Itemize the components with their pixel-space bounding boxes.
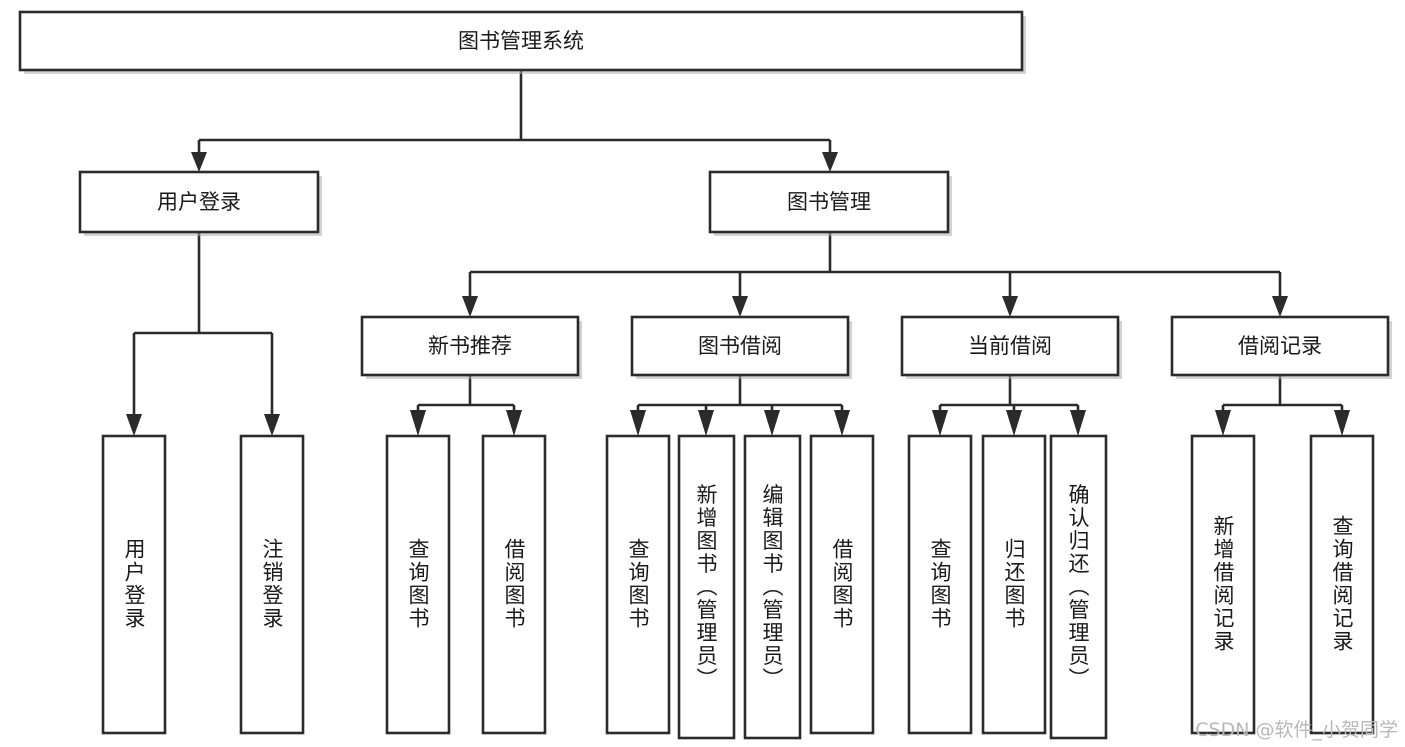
node-leaf-borrow-book-2[interactable]: 借阅图书 [809, 434, 875, 735]
node-label: 新书推荐 [428, 334, 512, 358]
node-label: 查询图书 [406, 538, 430, 630]
node-leaf-query-record[interactable]: 查询借阅记录 [1309, 434, 1375, 735]
node-label: 新增图书（管理员） [694, 484, 718, 691]
arrow-user-login [191, 152, 207, 172]
arrow-leaf-confirm-return [1070, 410, 1086, 436]
node-label: 图书借阅 [698, 334, 782, 358]
node-leaf-return-book[interactable]: 归还图书 [981, 434, 1047, 735]
node-label: 借阅图书 [830, 538, 854, 630]
arrow-leaf-borrow-book-2 [834, 410, 850, 436]
node-leaf-query-book-2[interactable]: 查询图书 [605, 434, 671, 735]
node-rect [1170, 315, 1390, 377]
node-rect [677, 434, 736, 740]
node-label: 确认归还（管理员） [1066, 484, 1090, 691]
arrow-new-book-recommend [462, 296, 478, 317]
node-label: 图书管理 [787, 190, 871, 214]
node-leaf-add-record[interactable]: 新增借阅记录 [1190, 434, 1256, 735]
arrow-leaf-add-record [1215, 410, 1231, 436]
node-rect [708, 170, 950, 234]
node-label: 查询图书 [928, 538, 952, 630]
node-leaf-add-book[interactable]: 新增图书（管理员） [677, 434, 736, 740]
node-label: 新增借阅记录 [1211, 515, 1235, 653]
node-title-system[interactable]: 图书管理系统 [18, 10, 1026, 74]
node-label: 图书管理系统 [458, 29, 584, 53]
node-borrow-record[interactable]: 借阅记录 [1170, 315, 1392, 379]
node-label: 编辑图书（管理员） [760, 484, 784, 691]
node-rect [101, 434, 167, 735]
node-rect [1049, 434, 1108, 740]
node-rect [1190, 434, 1256, 735]
node-label: 归还图书 [1002, 538, 1026, 630]
node-leaf-query-book-1[interactable]: 查询图书 [385, 434, 451, 735]
arrow-leaf-query-record [1334, 410, 1350, 436]
node-label: 注销登录 [260, 538, 284, 630]
arrow-leaf-query-book-3 [932, 410, 948, 436]
node-label: 用户登录 [122, 538, 146, 630]
node-leaf-confirm-return[interactable]: 确认归还（管理员） [1049, 434, 1108, 740]
node-leaf-logout[interactable]: 注销登录 [239, 434, 305, 735]
node-label: 借阅图书 [502, 538, 526, 630]
node-rect [78, 170, 320, 234]
arrow-leaf-logout [264, 414, 280, 436]
arrow-leaf-edit-book [764, 410, 780, 436]
arrow-leaf-user-login [126, 414, 142, 436]
arrow-current-borrow [1002, 296, 1018, 317]
arrow-leaf-return-book [1006, 410, 1022, 436]
arrow-book-management [822, 152, 838, 172]
node-current-borrow[interactable]: 当前借阅 [900, 315, 1122, 379]
node-rect [743, 434, 802, 740]
node-user-login[interactable]: 用户登录 [78, 170, 322, 236]
node-rect [385, 434, 451, 735]
arrow-leaf-query-book-2 [630, 410, 646, 436]
node-leaf-borrow-book-1[interactable]: 借阅图书 [481, 434, 547, 735]
arrow-leaf-query-book-1 [410, 410, 426, 436]
node-rect [1309, 434, 1375, 735]
node-label: 查询图书 [626, 538, 650, 630]
node-label: 用户登录 [157, 190, 241, 214]
node-rect [481, 434, 547, 735]
node-rect [630, 315, 850, 377]
node-label: 查询借阅记录 [1330, 515, 1354, 653]
node-rect [239, 434, 305, 735]
node-rect [900, 315, 1120, 377]
node-rect [907, 434, 973, 735]
node-book-management[interactable]: 图书管理 [708, 170, 952, 236]
node-rect [981, 434, 1047, 735]
connector-layer [126, 70, 1350, 436]
node-rect [809, 434, 875, 735]
arrow-leaf-borrow-book-1 [506, 410, 522, 436]
node-book-borrow[interactable]: 图书借阅 [630, 315, 852, 379]
node-leaf-edit-book[interactable]: 编辑图书（管理员） [743, 434, 802, 740]
node-label: 借阅记录 [1238, 334, 1322, 358]
node-leaf-query-book-3[interactable]: 查询图书 [907, 434, 973, 735]
arrow-leaf-add-book [698, 410, 714, 436]
arrow-book-borrow [732, 296, 748, 317]
node-new-book-recommend[interactable]: 新书推荐 [360, 315, 582, 379]
node-rect [360, 315, 580, 377]
watermark-label: CSDN @软件_小贺同学 [1195, 719, 1398, 741]
node-rect [605, 434, 671, 735]
node-leaf-user-login[interactable]: 用户登录 [101, 434, 167, 735]
node-rect [18, 10, 1024, 72]
node-label: 当前借阅 [968, 334, 1052, 358]
arrow-borrow-record [1272, 296, 1288, 317]
